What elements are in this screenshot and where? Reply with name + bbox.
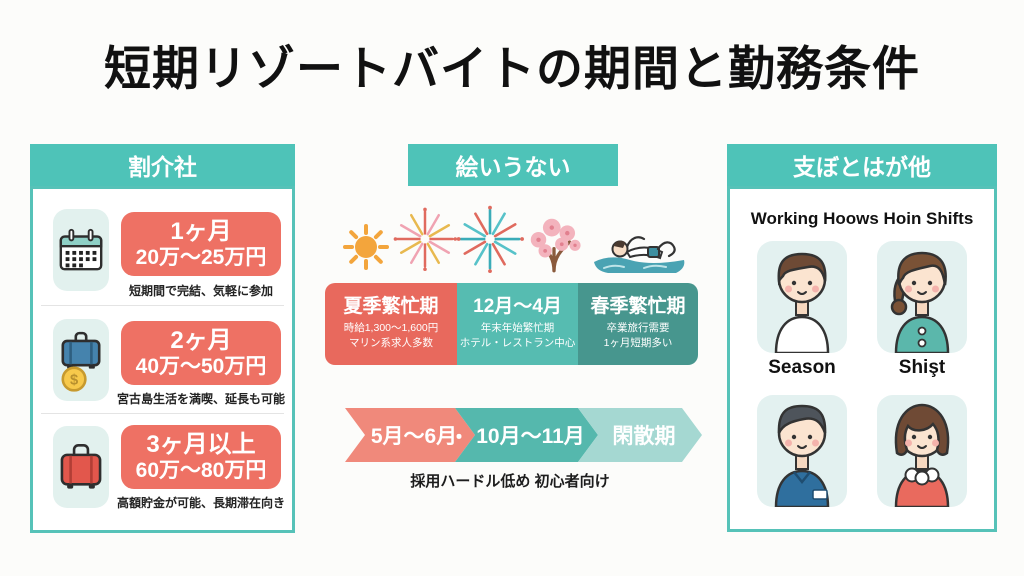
season-line: マリン系求人多数: [349, 337, 433, 350]
season-line: 1ヶ月短期多い: [603, 337, 673, 350]
period-label: 3ヶ月以上: [146, 430, 256, 458]
right-panel: Working Hoows Hoin Shifts Season Sh: [727, 186, 997, 532]
salary-caption: 高額貯金が可能、長期滞在向き: [116, 496, 285, 510]
salary-caption: 短期間で完結、気軽に参加: [128, 284, 273, 298]
left-column-header: 割介社: [30, 144, 295, 186]
calendar-icon: [53, 209, 109, 291]
young-man-avatar: [757, 241, 847, 353]
season-line: 年末年始繁忙期: [480, 322, 555, 334]
winter-peak-box: 12月〜4月 年末年始繁忙期 ホテル・レストラン中心: [457, 283, 578, 365]
season-title: 12月〜4月: [473, 296, 562, 317]
season-label: Season: [768, 357, 836, 378]
season-title: 春季繁忙期: [590, 296, 686, 317]
left-panel: 1ヶ月 20万〜25万円 短期間で完結、気軽に参加 $ 2ヶ月 40万〜50万円…: [30, 186, 295, 533]
salary-label: 60万〜80万円: [135, 458, 267, 482]
working-hours-subtitle: Working Hoows Hoin Shifts: [750, 209, 974, 228]
salary-card-2months: 2ヶ月 40万〜50万円: [121, 321, 281, 385]
gray-hair-man-avatar: [757, 395, 847, 507]
sun-icon: [341, 222, 391, 277]
red-suitcase-icon: [53, 426, 109, 508]
spring-peak-box: 春季繁忙期 卒業旅行需要 1ヶ月短期多い: [578, 283, 698, 365]
swimmer-icon: [590, 226, 690, 283]
woman-ponytail-avatar: [877, 241, 967, 353]
divider: [41, 413, 284, 414]
woman-bob-avatar: [877, 395, 967, 507]
salary-caption: 宮古島生活を満喫、延長も可能: [116, 392, 285, 406]
season-line: 時給1,300〜1,600円: [343, 322, 439, 334]
divider: [41, 305, 284, 306]
cherry-blossom-icon: [523, 211, 585, 278]
season-boxes: 夏季繁忙期 時給1,300〜1,600円 マリン系求人多数 12月〜4月 年末年…: [325, 283, 698, 365]
timeline-segment-may-june: 5月〜6月: [345, 408, 475, 462]
timeline-segment-oct-nov: 10月〜11月: [455, 408, 598, 462]
period-label: 1ヶ月: [170, 217, 232, 245]
svg-text:$: $: [70, 372, 78, 388]
timeline-segment-off-peak: 閑散期: [578, 408, 702, 462]
shift-label: Shişt: [898, 357, 946, 378]
middle-column-header: 絵いうない: [408, 144, 618, 186]
firework-teal-icon: [455, 204, 525, 279]
summer-peak-box: 夏季繁忙期 時給1,300〜1,600円 マリン系求人多数: [325, 283, 457, 365]
salary-card-3months: 3ヶ月以上 60万〜80万円: [121, 425, 281, 489]
salary-card-1month: 1ヶ月 20万〜25万円: [121, 212, 281, 276]
season-line: ホテル・レストラン中心: [459, 337, 576, 350]
firework-pink-icon: [392, 206, 458, 277]
right-column-header: 支ぼとはが他: [727, 144, 997, 186]
season-line: 卒業旅行需要: [606, 322, 670, 334]
period-label: 2ヶ月: [170, 326, 232, 354]
salary-label: 40万〜50万円: [135, 354, 267, 378]
off-season-timeline: 5月〜6月 10月〜11月 閑散期 ・: [345, 408, 702, 462]
season-title: 夏季繁忙期: [343, 296, 439, 317]
timeline-caption: 採用ハードル低め 初心者向け: [410, 473, 610, 490]
timeline-separator-dot: ・: [449, 426, 469, 449]
salary-label: 20万〜25万円: [135, 245, 267, 269]
suitcase-dollar-icon: $: [53, 319, 109, 401]
page-title: 短期リゾートバイトの期間と勤務条件: [104, 42, 920, 95]
